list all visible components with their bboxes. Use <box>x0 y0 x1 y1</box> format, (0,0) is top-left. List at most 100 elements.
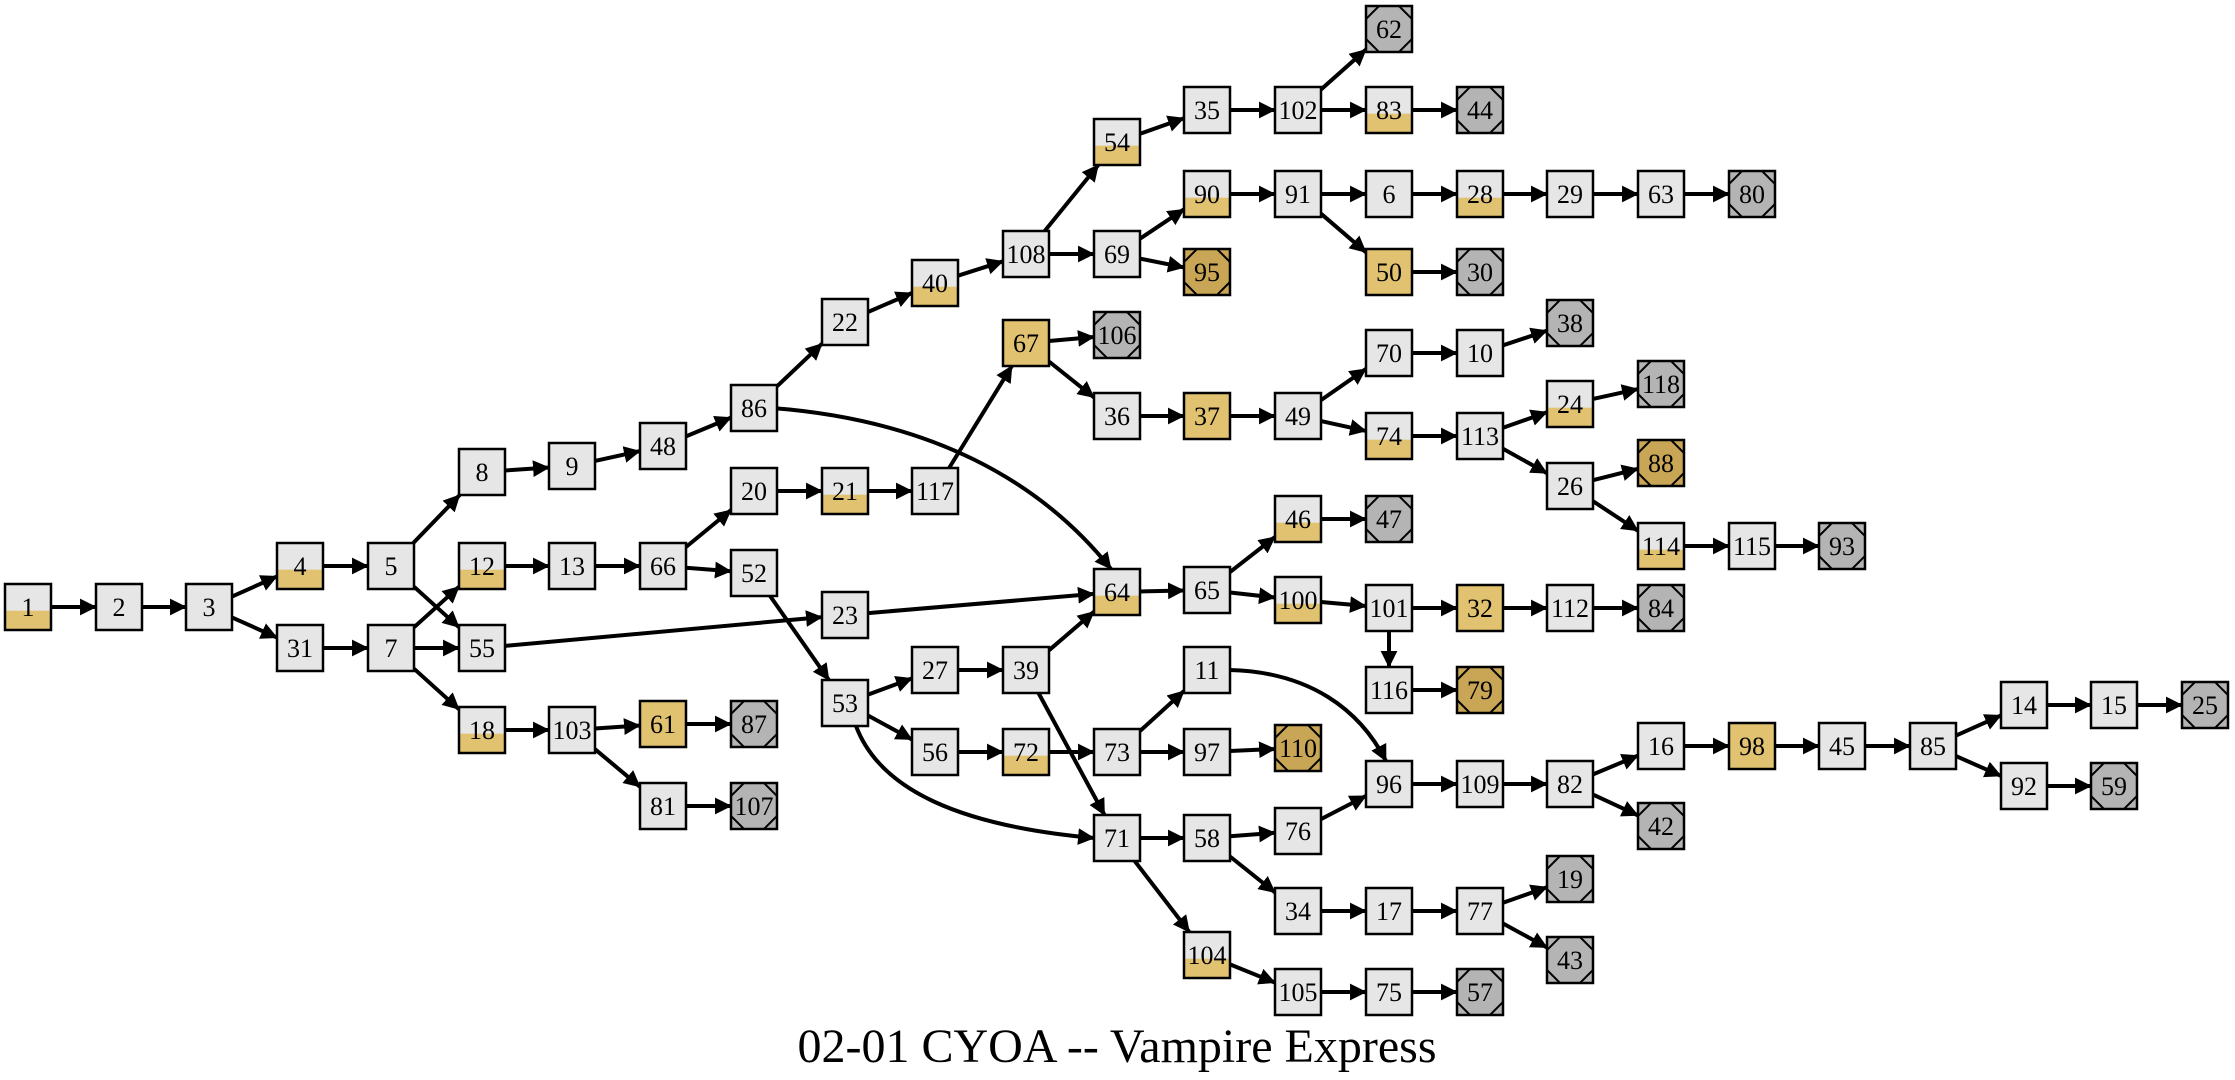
node-box <box>1275 888 1321 934</box>
node-label: 42 <box>1648 812 1674 841</box>
node-gold-band <box>1366 439 1412 459</box>
node-box <box>1457 585 1503 631</box>
node-115: 115 <box>1727 521 1777 571</box>
node-label: 15 <box>2101 691 2127 720</box>
node-border <box>457 541 507 591</box>
node-label: 85 <box>1920 732 1946 761</box>
node-box <box>1457 413 1503 459</box>
node-box <box>186 584 232 630</box>
node-gold-band <box>459 569 505 589</box>
edge-91-50 <box>1319 212 1368 254</box>
node-90: 90 <box>1182 169 1232 219</box>
node-border <box>1545 854 1595 904</box>
node-border <box>1092 229 1142 279</box>
node-box <box>549 443 595 489</box>
node-label: 55 <box>469 634 495 663</box>
node-7: 7 <box>366 623 416 673</box>
node-box <box>1094 312 1140 358</box>
node-label: 19 <box>1557 865 1583 894</box>
edge-5-8 <box>411 493 462 545</box>
node-box <box>1094 815 1140 861</box>
node-4: 4 <box>275 541 325 591</box>
node-label: 8 <box>476 458 489 487</box>
node-label: 70 <box>1376 339 1402 368</box>
node-border <box>910 258 960 308</box>
node-label: 114 <box>1642 532 1680 561</box>
edge-3-4 <box>231 574 278 599</box>
node-114: 114 <box>1636 521 1686 571</box>
node-border <box>547 705 597 755</box>
node-box <box>1638 585 1684 631</box>
node-border <box>1817 521 1867 571</box>
node-border <box>1001 645 1051 695</box>
node-border <box>910 727 960 777</box>
edge-64-65 <box>1139 582 1185 600</box>
node-label: 82 <box>1557 770 1583 799</box>
node-border <box>1364 886 1414 936</box>
node-79: 79 <box>1455 665 1505 715</box>
node-label: 4 <box>294 552 307 581</box>
node-border <box>1364 494 1414 544</box>
node-gold-band <box>1094 145 1140 165</box>
node-16: 16 <box>1636 721 1686 771</box>
node-box <box>1638 723 1684 769</box>
node-label: 12 <box>469 552 495 581</box>
node-label: 34 <box>1285 897 1311 926</box>
node-26: 26 <box>1545 461 1595 511</box>
node-label: 2 <box>113 593 126 622</box>
node-label: 90 <box>1194 180 1220 209</box>
edge-66-52 <box>685 561 732 579</box>
node-box <box>1729 523 1775 569</box>
node-59: 59 <box>2089 761 2139 811</box>
node-border <box>729 781 779 831</box>
node-box <box>1547 171 1593 217</box>
node-box <box>549 707 595 753</box>
node-91: 91 <box>1273 169 1323 219</box>
node-label: 65 <box>1194 576 1220 605</box>
node-84: 84 <box>1636 583 1686 633</box>
node-border <box>820 590 870 640</box>
node-38: 38 <box>1545 298 1595 348</box>
edge-40-108 <box>957 258 1004 278</box>
node-border <box>1455 328 1505 378</box>
node-53: 53 <box>820 678 870 728</box>
node-label: 102 <box>1279 96 1318 125</box>
node-box <box>1184 647 1230 693</box>
node-label: 28 <box>1467 180 1493 209</box>
node-gold-band <box>1366 113 1412 133</box>
node-border <box>366 541 416 591</box>
node-66: 66 <box>638 541 688 591</box>
node-52: 52 <box>729 548 779 598</box>
node-border <box>1364 4 1414 54</box>
node-label: 48 <box>650 432 676 461</box>
node-label: 35 <box>1194 96 1220 125</box>
edge-24-118 <box>1592 384 1639 401</box>
node-label: 67 <box>1013 329 1039 358</box>
edge-103-81 <box>593 747 642 789</box>
node-border <box>1364 411 1414 461</box>
node-label: 107 <box>735 792 774 821</box>
node-box <box>1366 888 1412 934</box>
node-border <box>1092 391 1142 441</box>
node-82: 82 <box>1545 759 1595 809</box>
node-box <box>731 783 777 829</box>
node-border <box>1727 169 1777 219</box>
node-border <box>910 466 960 516</box>
edge-53-71 <box>854 725 1095 845</box>
node-border <box>547 441 597 491</box>
node-9: 9 <box>547 441 597 491</box>
node-22: 22 <box>820 297 870 347</box>
edge-66-20 <box>684 508 733 549</box>
node-box <box>1275 393 1321 439</box>
node-box <box>1003 320 1049 366</box>
node-border <box>1364 169 1414 219</box>
edge-22-40 <box>867 291 913 314</box>
node-box <box>1457 249 1503 295</box>
node-label: 21 <box>832 477 858 506</box>
node-border <box>729 699 779 749</box>
node-29: 29 <box>1545 169 1595 219</box>
node-34: 34 <box>1273 886 1323 936</box>
node-label: 103 <box>553 716 592 745</box>
node-box <box>912 729 958 775</box>
node-box <box>1184 567 1230 613</box>
